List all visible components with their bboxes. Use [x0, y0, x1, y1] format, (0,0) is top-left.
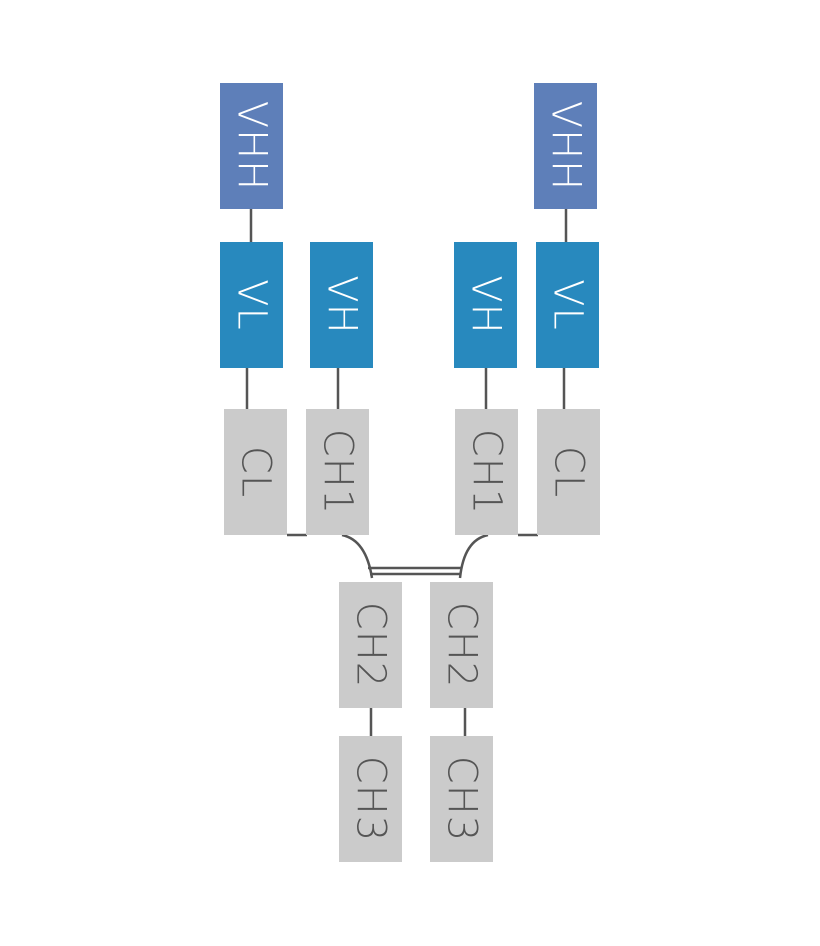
right-ch1-domain: CH1	[455, 409, 518, 535]
left-vh-label: VH	[319, 275, 365, 334]
left-ch2-domain: CH2	[339, 582, 402, 708]
left-ch3-domain: CH3	[339, 736, 402, 862]
right-ch2-domain: CH2	[430, 582, 493, 708]
right-cl-domain: CL	[537, 409, 600, 535]
left-vhh-domain: VHH	[220, 83, 283, 209]
left-vh-domain: VH	[310, 242, 373, 368]
right-vh-label: VH	[463, 275, 509, 334]
right-ch3-domain: CH3	[430, 736, 493, 862]
right-vhh-label: VHH	[543, 101, 589, 192]
hinge-left-curve	[341, 533, 374, 579]
right-ch3-label: CH3	[439, 756, 485, 842]
left-vl-label: VL	[229, 279, 275, 331]
right-vhh-domain: VHH	[534, 83, 597, 209]
right-ch2-label: CH2	[439, 602, 485, 688]
left-ch1-domain: CH1	[306, 409, 369, 535]
right-vh-domain: VH	[454, 242, 517, 368]
right-vl-domain: VL	[536, 242, 599, 368]
left-vhh-label: VHH	[229, 101, 275, 192]
left-cl-domain: CL	[224, 409, 287, 535]
left-cl-label: CL	[233, 446, 279, 498]
left-vl-domain: VL	[220, 242, 283, 368]
right-ch1-label: CH1	[464, 429, 510, 515]
right-vl-label: VL	[545, 279, 591, 331]
left-ch2-label: CH2	[348, 602, 394, 688]
left-ch3-label: CH3	[348, 756, 394, 842]
hinge-right-curve	[458, 533, 489, 579]
connector-lines	[245, 208, 568, 737]
left-ch1-label: CH1	[315, 429, 361, 515]
right-cl-label: CL	[546, 446, 592, 498]
